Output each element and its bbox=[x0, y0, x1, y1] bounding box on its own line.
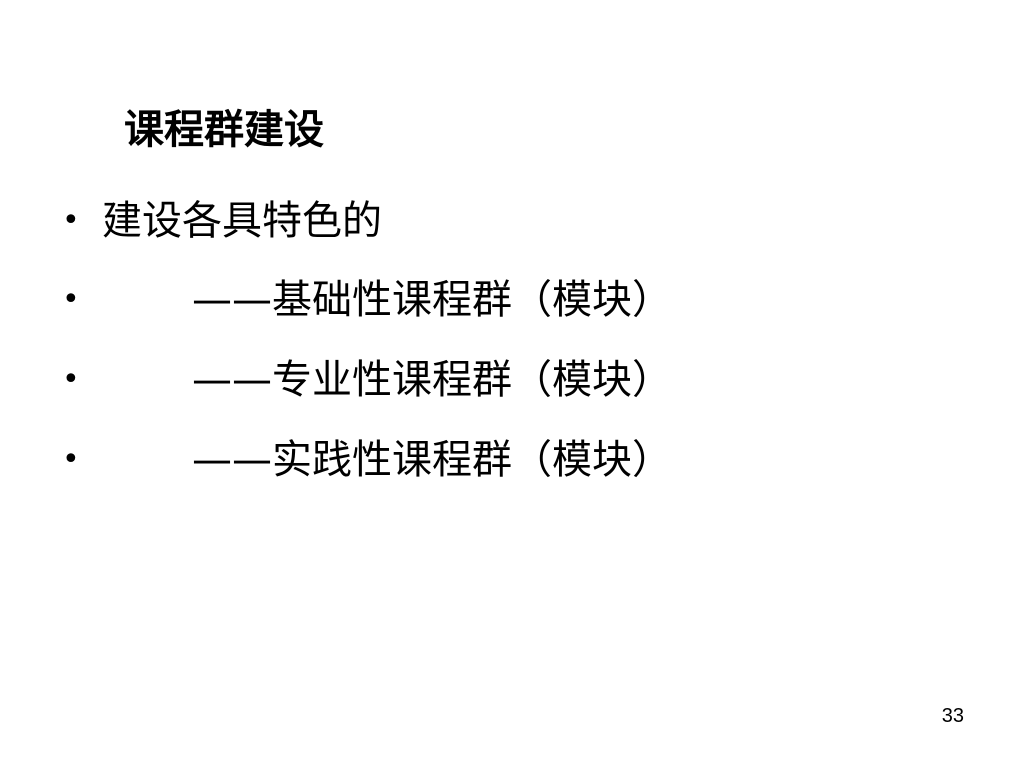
bullet-text: ——专业性课程群（模块） bbox=[192, 357, 672, 403]
bullet-text: ——基础性课程群（模块） bbox=[192, 277, 672, 323]
bullet-dot: • bbox=[62, 282, 80, 317]
bullet-dot: • bbox=[62, 362, 80, 397]
bullet-dot: • bbox=[62, 203, 80, 238]
bullet-dot: • bbox=[62, 442, 80, 477]
page-number: 33 bbox=[941, 705, 964, 727]
slide-title: 课程群建设 bbox=[124, 107, 324, 153]
bullet-text: 建设各具特色的 bbox=[102, 198, 382, 244]
bullet-text: ——实践性课程群（模块） bbox=[192, 437, 672, 483]
